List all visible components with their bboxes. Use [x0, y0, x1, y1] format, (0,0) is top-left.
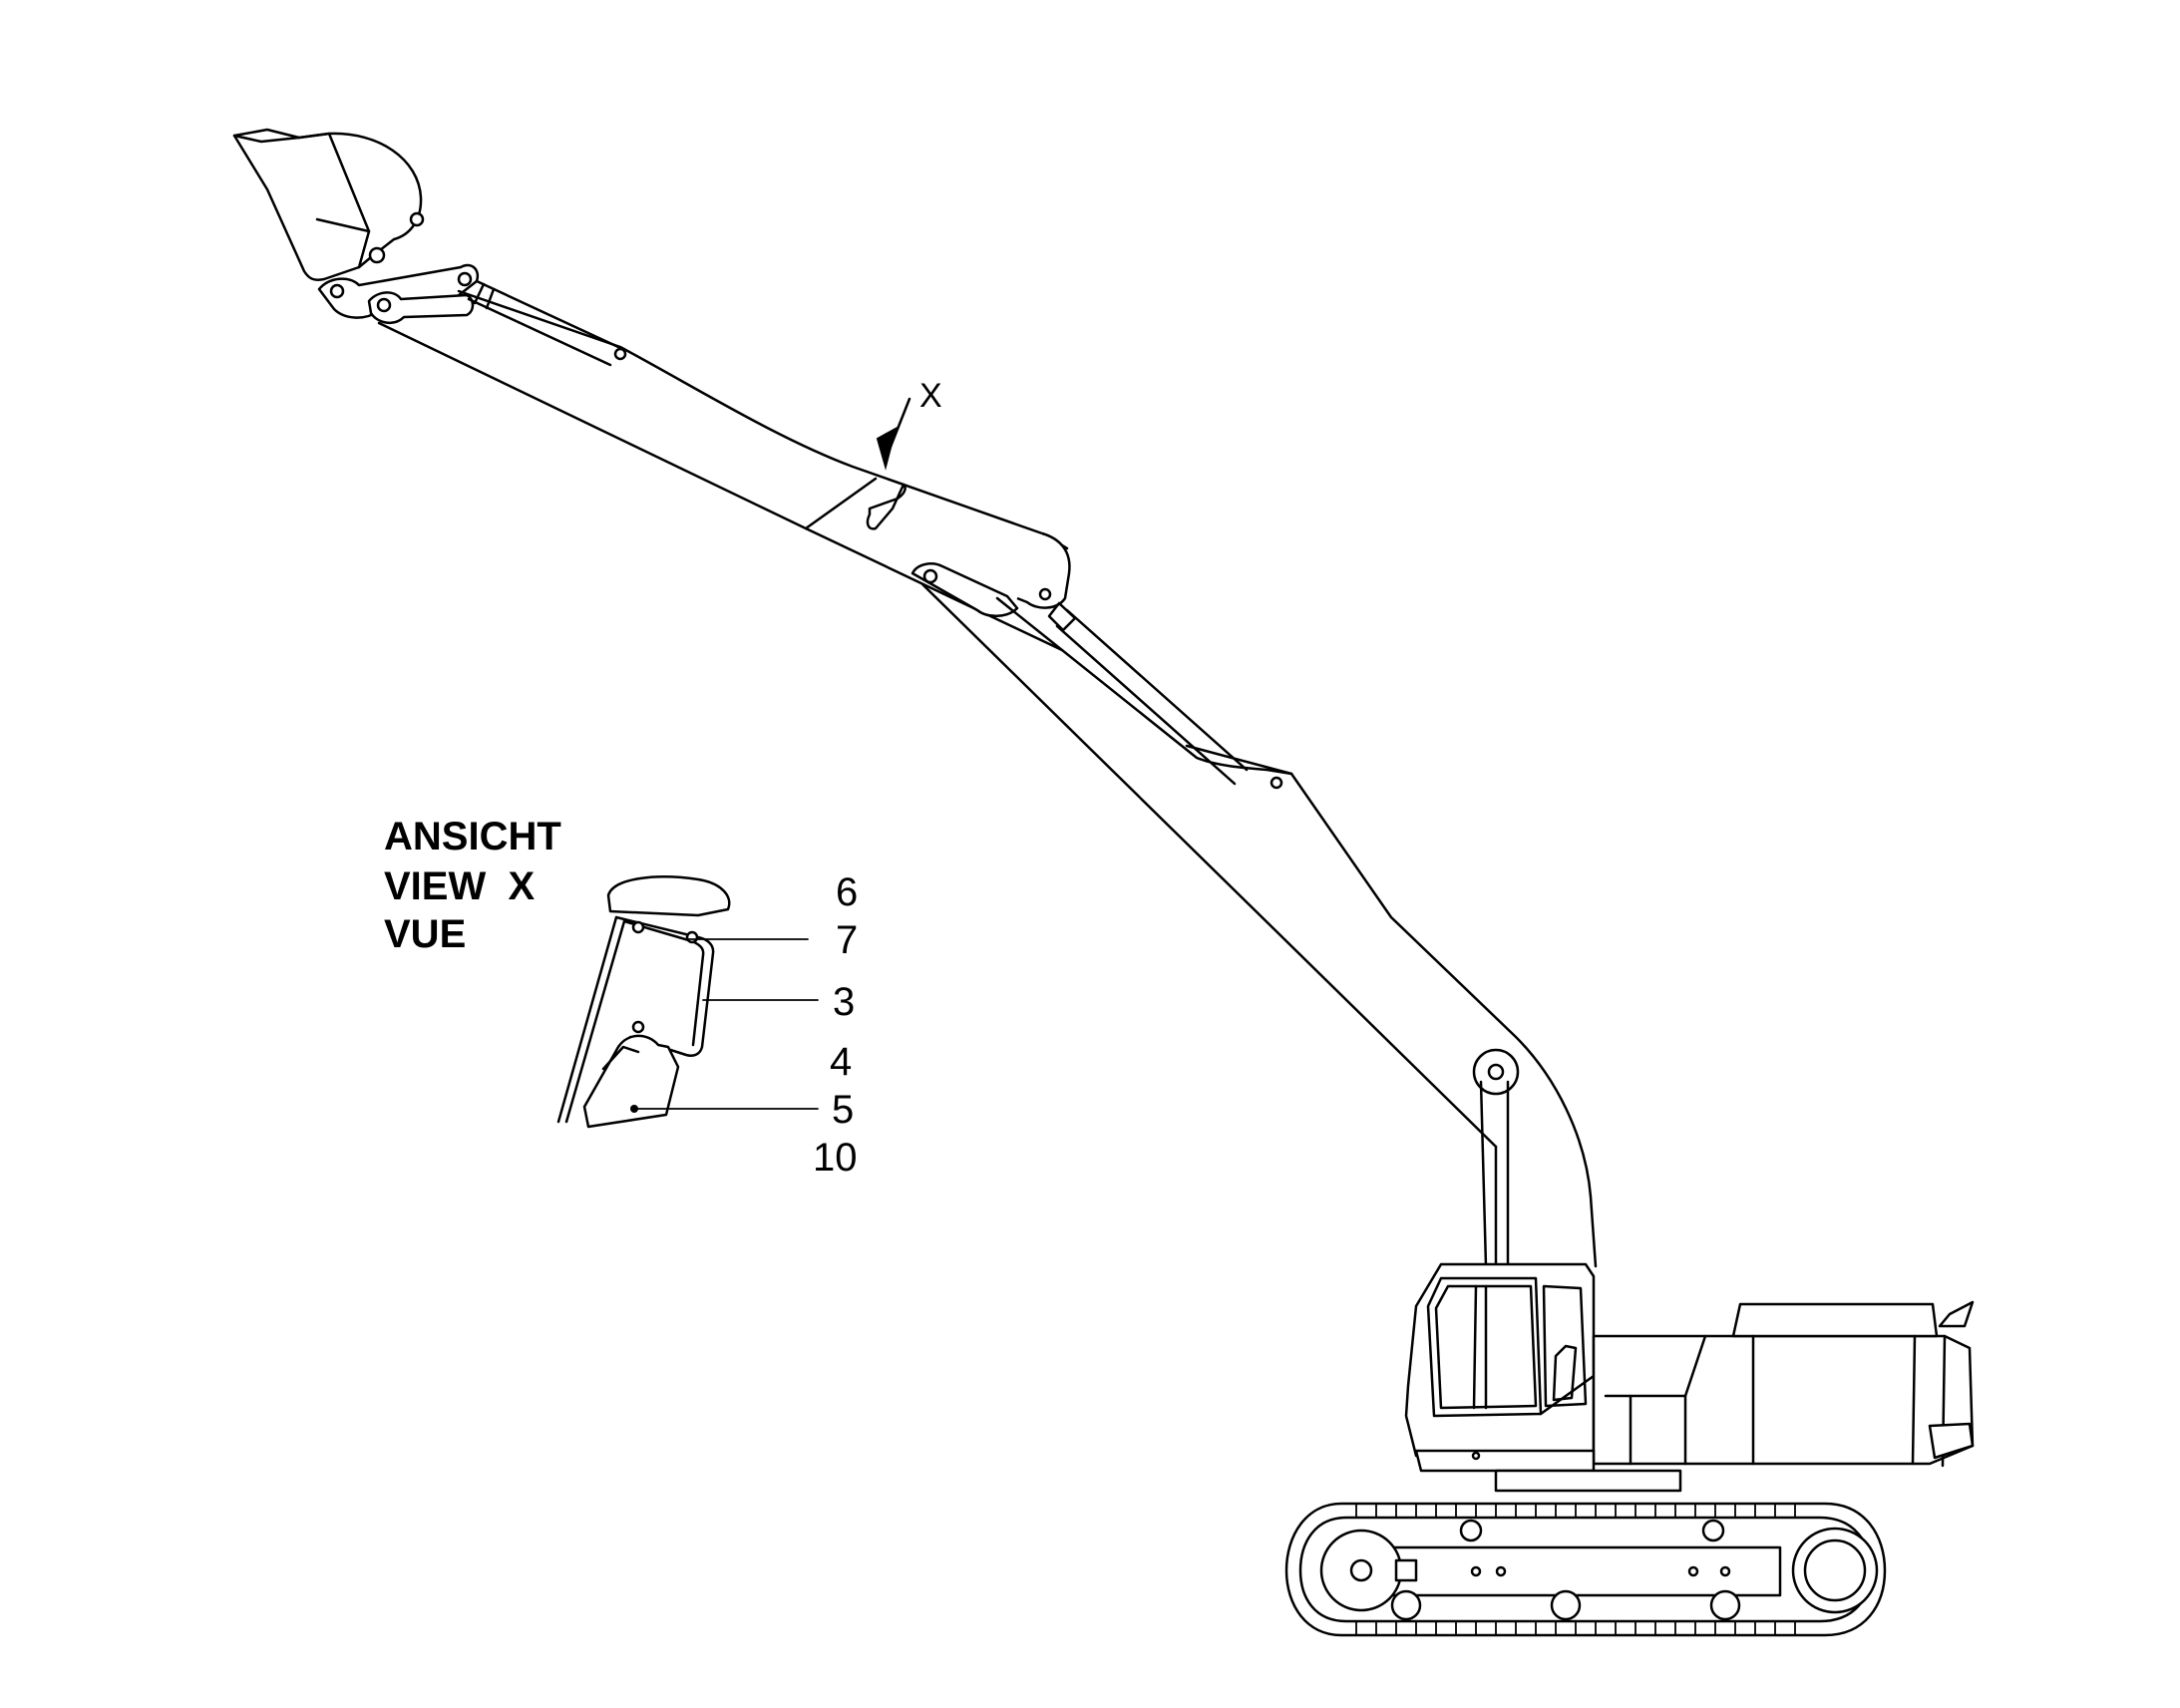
detail-view-x [556, 875, 819, 1129]
callout-10: 10 [813, 1136, 858, 1180]
callout-4: 4 [830, 1040, 852, 1084]
view-label-view-x: VIEW X [384, 864, 535, 908]
bucket [232, 128, 425, 281]
view-x-arrow: X [876, 377, 942, 471]
view-label-vue: VUE [384, 912, 466, 956]
view-x-arrow-label: X [919, 377, 942, 415]
callout-3: 3 [833, 980, 855, 1024]
callout-5: 5 [832, 1088, 854, 1132]
stick-arm [317, 263, 1071, 652]
callout-7: 7 [836, 918, 858, 962]
upper-structure [1404, 1262, 1975, 1473]
undercarriage [1284, 1469, 1887, 1637]
callout-6: 6 [836, 870, 858, 914]
boom [910, 562, 1598, 1268]
view-label-ansicht: ANSICHT [384, 815, 561, 858]
